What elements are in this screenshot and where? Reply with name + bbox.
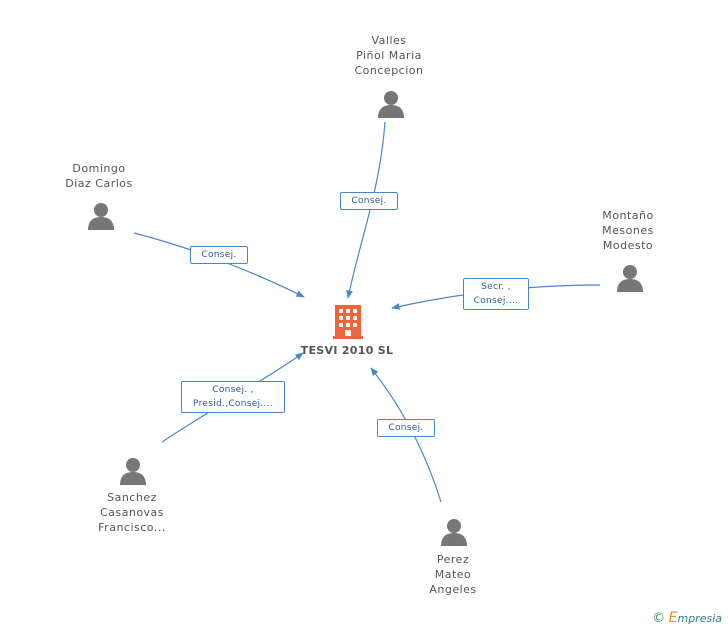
name-line: Domingo [72,162,126,175]
brand-rest: mpresia [677,612,722,625]
name-line: Sanchez [107,491,157,504]
name-line: Modesto [602,239,654,252]
edge-valles [346,121,386,299]
role-line: Consej. , [212,385,254,395]
brand-e: E [668,610,678,626]
name-line: Valles [371,34,407,47]
copyright-icon: © [652,611,666,626]
building-icon[interactable] [333,305,363,339]
person-icon-sanchez[interactable] [120,458,146,485]
name-line: Piñol Maria [356,49,422,62]
role-label-domingo: Consej. [190,246,248,264]
role-line: Consej. [351,196,387,206]
name-line: Angeles [429,583,477,596]
name-line: Diaz Carlos [65,177,133,190]
role-line: Secr. , [481,282,511,292]
empresia-logo: © Empresia [652,610,722,626]
person-name-sanchez[interactable]: Sanchez Casanovas Francisco... [62,490,202,535]
person-name-perez[interactable]: Perez Mateo Angeles [383,552,523,597]
role-line: Consej. [388,423,424,433]
name-line: Mesones [602,224,654,237]
role-label-valles: Consej. [340,192,398,210]
person-icon-valles[interactable] [378,91,404,118]
role-label-sanchez: Consej. , Presid.,Consej.... [181,381,285,413]
edge-domingo [133,232,305,298]
role-label-perez: Consej. [377,419,435,437]
person-icon-montano[interactable] [617,265,643,292]
role-line: Consej.... [473,296,519,306]
person-name-domingo[interactable]: Domingo Diaz Carlos [29,161,169,191]
name-line: Perez [436,553,470,566]
person-icon-perez[interactable] [441,519,467,546]
role-line: Consej. [201,250,237,260]
role-line: Presid.,Consej.... [193,399,273,409]
name-line: Mateo [434,568,472,581]
person-name-montano[interactable]: Montaño Mesones Modesto [558,208,698,253]
name-line: Francisco... [98,521,166,534]
name-line: Concepcion [354,64,424,77]
company-name[interactable]: TESVI 2010 SL [300,344,394,357]
person-name-valles[interactable]: Valles Piñol Maria Concepcion [319,33,459,78]
person-icon-domingo[interactable] [88,203,114,230]
name-line: Montaño [602,209,654,222]
name-line: Casanovas [99,506,165,519]
role-label-montano: Secr. , Consej.... [463,278,529,310]
